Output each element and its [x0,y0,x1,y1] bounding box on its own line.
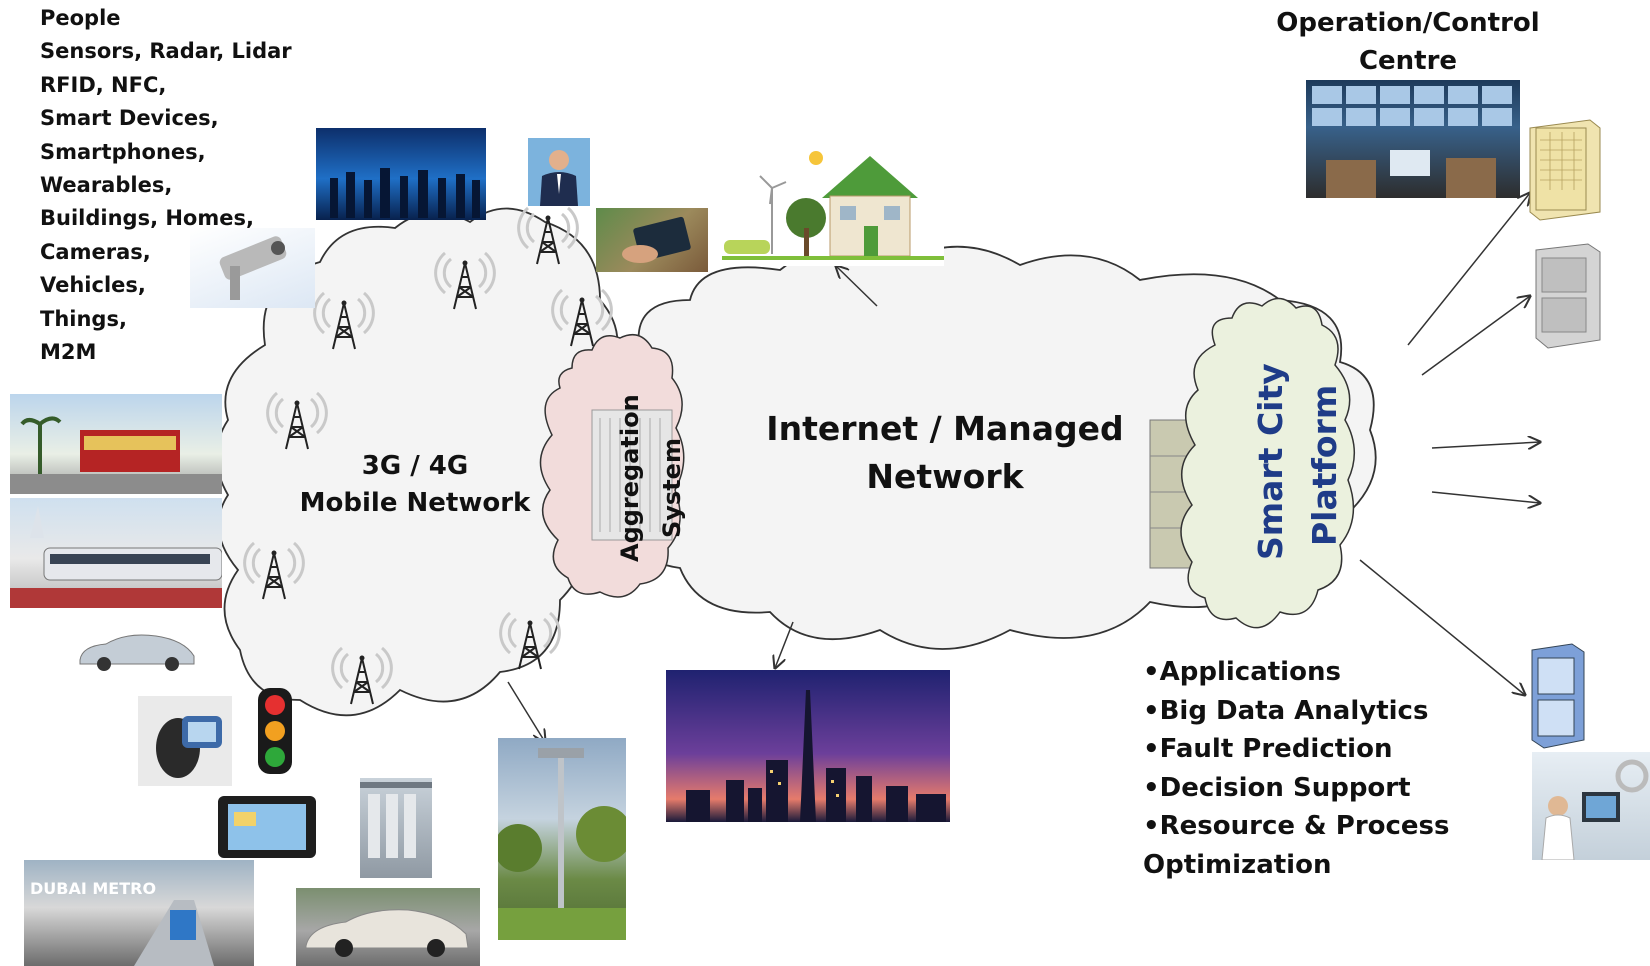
metro-station-photo: DUBAI METRO [24,860,254,966]
control-centre-title-2: Centre [1358,46,1458,76]
source-item: Smartphones, [40,139,206,164]
aggregation-server-icon [591,409,673,541]
tram-photo [10,394,222,494]
capability-item: Optimization [1143,849,1332,880]
source-item: Sensors, Radar, Lidar [40,39,292,64]
capability-item: •Decision Support [1143,772,1411,803]
traffic-light-icon [258,688,292,774]
smart-tablet-photo [214,790,320,864]
crowd-photo [316,128,486,220]
source-item: People [40,6,121,30]
source-item: Wearables, [40,172,173,197]
cctv-camera-photo [190,228,315,308]
mobile-network-label-2: Mobile Network [299,488,531,518]
source-item: RFID, NFC, [40,72,167,97]
source-item: Vehicles, [40,273,146,298]
source-item: Cameras, [40,239,151,264]
control-room-photo [1306,80,1520,198]
mobile-network-label-1: 3G / 4G [361,451,469,481]
source-item: Buildings, Homes, [40,206,254,231]
capability-item: •Big Data Analytics [1143,695,1429,726]
aggregation-label-2: System [658,438,686,538]
arrow-icon [507,193,1540,742]
server-rack-icon [1529,119,1601,221]
data-sources-list: People Sensors, Radar, Lidar RFID, NFC, … [40,2,292,369]
control-centre-title-1: Operation/Control [1276,8,1540,38]
source-item: Smart Devices, [40,106,219,131]
internet-label-2: Network [866,457,1024,496]
dubai-skyline-photo [666,670,950,822]
tablet-hand-photo [596,208,708,272]
smart-home-photo [722,148,944,266]
capability-item: •Fault Prediction [1143,734,1393,764]
server-rack-icon [1535,243,1601,349]
metro-sign-text: DUBAI METRO [30,879,156,898]
control-centre-title: Operation/Control Centre [1258,4,1558,80]
internet-network-label: Internet / Managed Network [740,405,1150,501]
platform-label-1: Smart City [1251,363,1290,560]
smartwatch-photo [138,696,232,786]
platform-label-2: Platform [1305,385,1344,546]
capability-item: •Applications [1143,657,1341,687]
capability-item: •Resource & Process [1143,811,1450,841]
mobile-network-label: 3G / 4G Mobile Network [270,448,560,522]
electric-car-photo [76,626,200,672]
internet-label-1: Internet / Managed [766,409,1124,448]
source-item: Things, [40,306,127,331]
street-lamp-photo [498,738,626,940]
metro-train-photo [10,498,222,608]
aggregation-label-1: Aggregation [616,394,644,562]
smart-city-platform: Smart City Platform [1149,297,1356,629]
source-item: M2M [40,339,97,364]
medical-lab-photo [1532,752,1650,860]
car-photo [296,888,480,966]
businessman-photo [528,138,590,206]
aggregation-cloud: Aggregation System [539,333,686,598]
server-rack-icon [1531,643,1585,749]
utility-meters-photo [360,778,432,878]
capabilities-list: •Applications •Big Data Analytics •Fault… [1143,653,1450,884]
